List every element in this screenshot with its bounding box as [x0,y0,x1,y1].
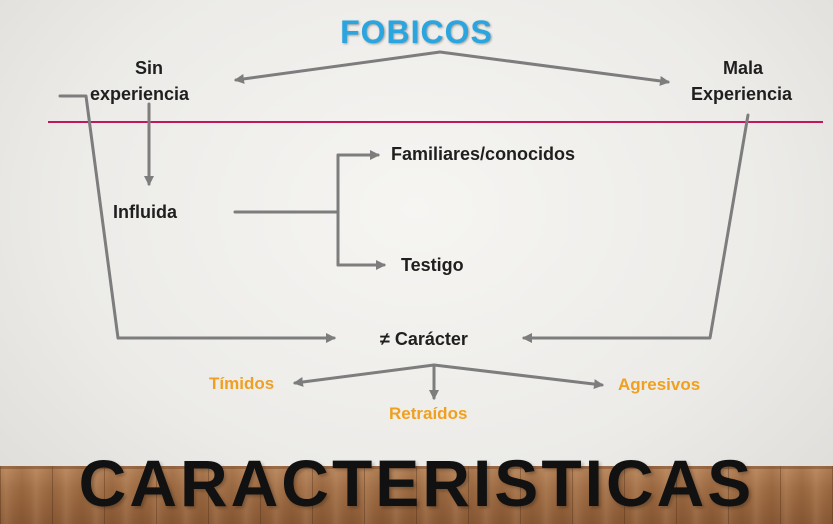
trait-agresivos: Agresivos [618,375,701,394]
left-branch-line1: Sin [135,58,164,78]
diagram-title: FOBICOS [340,14,493,50]
arrow-title-to-right [438,50,670,86]
footer-title: CARACTERISTICAS [78,446,755,520]
center-node: ≠ Carácter [380,329,468,349]
bracket-influence [233,153,340,267]
floor-edge [0,466,833,469]
connector-left-to-center [58,94,336,343]
connector-right-to-center [522,113,750,343]
right-branch-line1: Mala [723,58,764,78]
influence-target-testigo: Testigo [401,255,464,275]
influence-target-familiares: Familiares/conocidos [391,144,576,164]
trait-timidos: Tímidos [209,374,275,393]
influence-node: Influida [113,202,177,222]
left-branch-line2: experiencia [90,84,190,104]
arrow-title-to-left [234,50,442,84]
wood-floor-background [0,466,833,524]
arrow-to-timidos [293,363,436,387]
divider-line [48,121,823,123]
right-branch-line2: Experiencia [691,84,793,104]
arrow-to-agresivos [432,363,604,390]
trait-retraidos: Retraídos [389,404,468,423]
